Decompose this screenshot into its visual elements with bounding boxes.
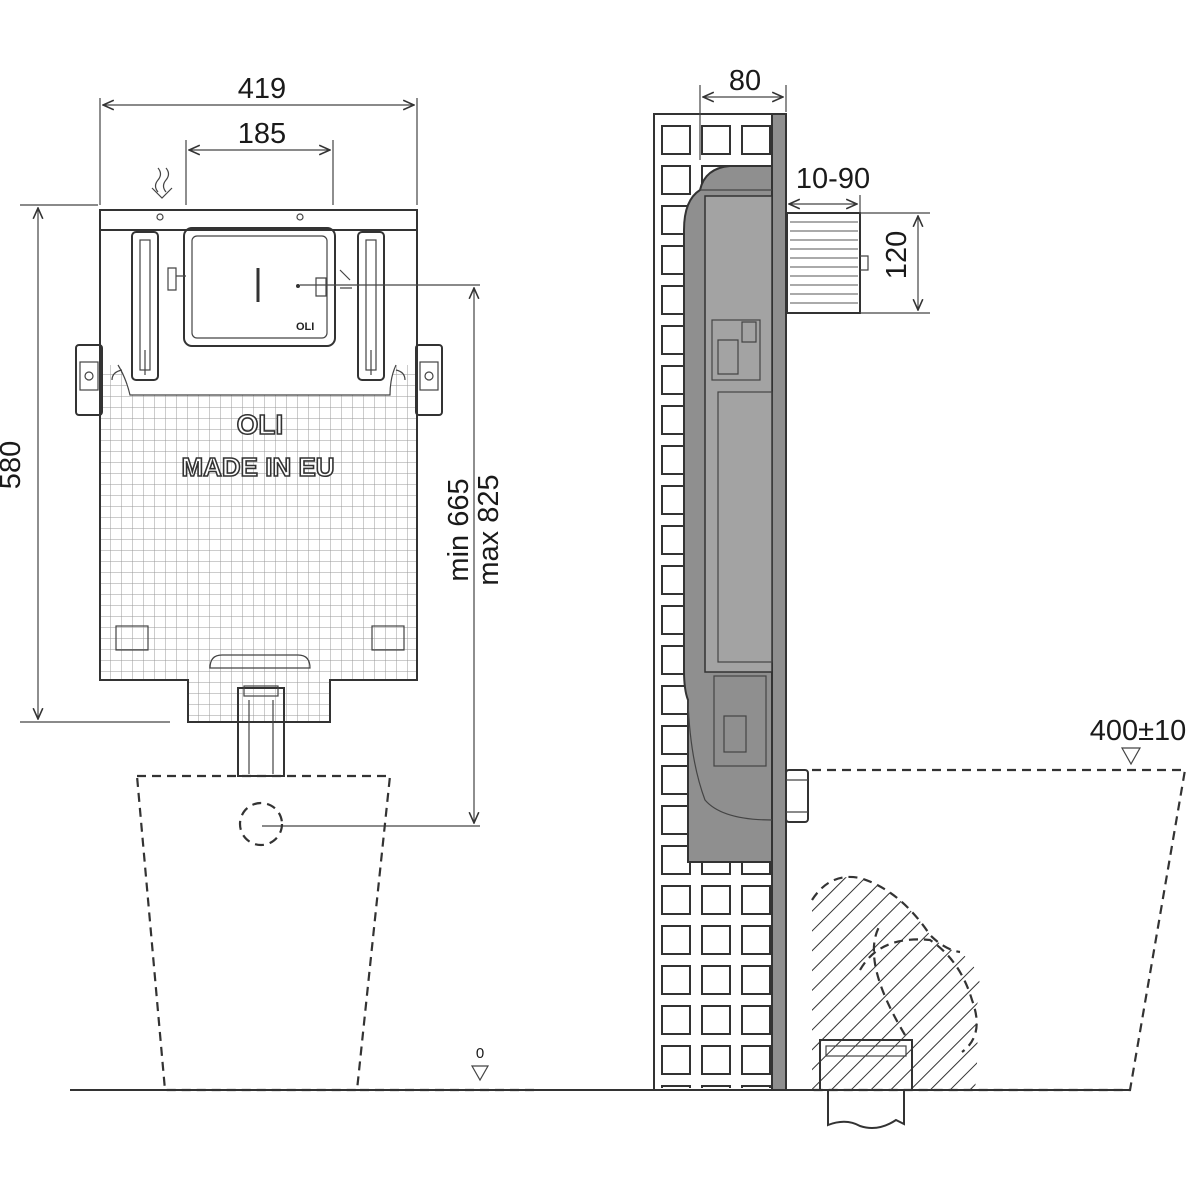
side-view: 80 10-90 [653,65,1187,1129]
dim-120-label: 120 [881,231,913,279]
front-view: 419 185 580 [0,73,540,1092]
bracket-left [75,344,103,416]
toilet-front-outline [135,774,392,1092]
outlet-spigot [785,769,809,823]
brand-logo: OLI [237,409,284,440]
made-in-label: MADE IN EU [181,452,334,482]
dim-10-90-label: 10-90 [796,163,870,195]
floor-level-mark: 0 [360,1045,540,1092]
floor-level-label: 0 [476,1045,484,1062]
dim-flush-max-label: max 825 [473,474,505,585]
water-inlet-icon [151,167,173,199]
dim-10-90: 10-90 [789,163,870,213]
dim-580-label: 580 [0,441,27,489]
frame-rail-right [357,231,385,381]
flush-plate-brand: OLI [296,321,314,333]
dim-80: 80 [699,65,787,160]
toilet-side-outline [811,768,1187,1092]
dim-580: 580 [0,204,170,723]
outlet-circle [238,801,284,847]
dim-80-label: 80 [729,65,761,97]
dim-120: 120 [860,212,930,314]
dim-flush-height: min 665 max 825 [262,284,505,827]
frame-rail-left [131,231,159,381]
seat-height-label: 400±10 [1090,715,1187,747]
dim-419: 419 [99,73,418,205]
seat-height-mark: 400±10 [1090,715,1187,766]
wall-board [771,113,787,1091]
dim-185-label: 185 [238,118,286,150]
floor-drain [819,1039,913,1129]
flush-plate-opening: OLI [183,227,336,347]
dim-419-label: 419 [238,73,286,105]
wall-cover-block [786,212,869,314]
toilet-trap-hatch [812,876,980,1090]
bracket-right [415,344,443,416]
dim-185: 185 [185,118,334,205]
dim-flush-min-label: min 665 [443,478,475,581]
